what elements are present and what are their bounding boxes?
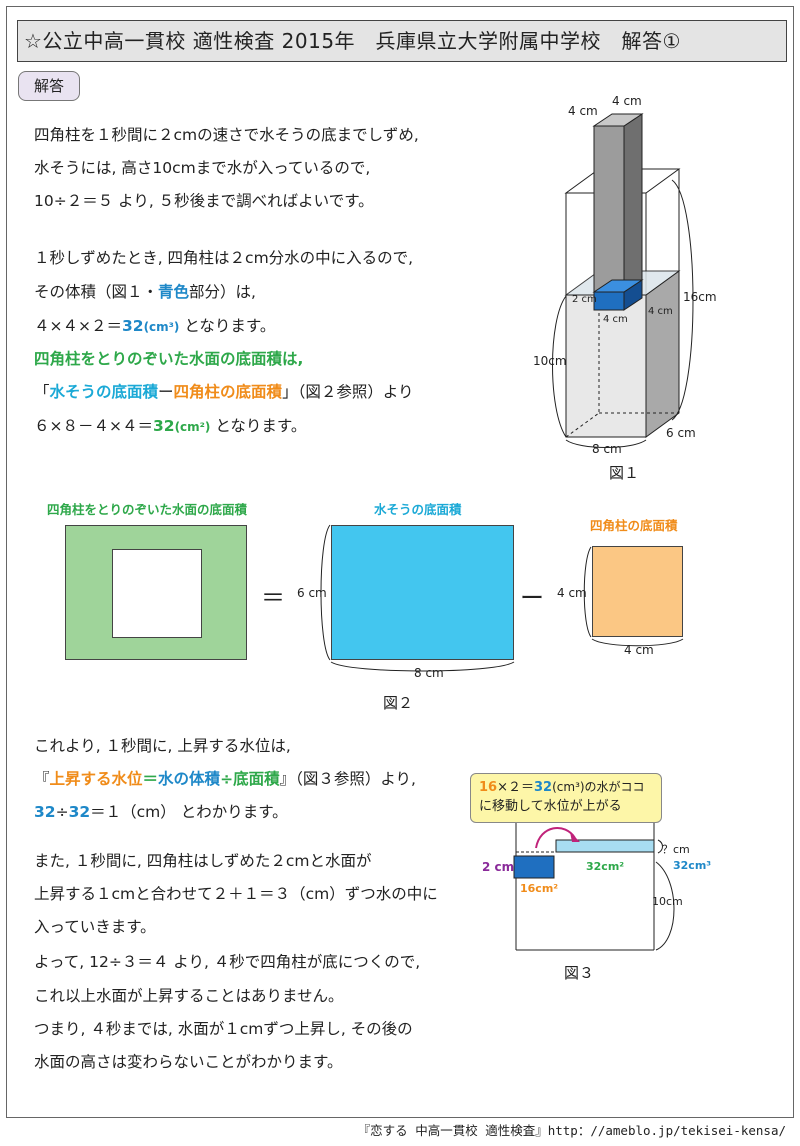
para2-line-5: 「水そうの底面積ー四角柱の底面積」（図２参照）より [34,383,414,401]
fig2-caption: 図２ [383,694,414,712]
fig3-label-32cm3: 32cm³ [673,859,712,872]
fig3-callout-line-1: 16×２＝32(cm³)の水がココ [479,780,645,795]
fig1-label-top-a: 4 cm [568,104,598,118]
para1-line-2: 水そうには, 高さ10cmまで水が入っているので, [34,159,371,177]
para4-line-3: 入っていきます。 [34,918,156,936]
page-frame [6,6,794,1118]
para4-line-7: 水面の高さは変わらないことがわかります。 [34,1053,343,1071]
para1-line-3: 10÷２＝５ より, ５秒後まで調べればよいです。 [34,192,374,210]
para4-line-1: また, １秒間に, 四角柱はしずめた２cmと水面が [34,852,372,870]
para2-line-2: その体積（図１・青色部分）は, [34,283,256,301]
para2-line-3: ４×４×２＝32(cm³) となります。 [34,317,276,335]
para4-line-5: これ以上水面が上昇することはありません。 [34,987,344,1005]
para2-line-6: ６×８－４×４＝32(cm²) となります。 [34,417,307,435]
fig3-callout-line-2: に移動して水位が上がる [479,799,622,814]
fig2-right-height: 4 cm [557,586,587,600]
answer-badge: 解答 [18,71,80,101]
para3-line-2: 『上昇する水位＝水の体積÷底面積』（図３参照）より, [34,770,416,788]
para2-line-4: 四角柱をとりのぞいた水面の底面積は, [34,350,304,368]
fig1-label-top-b: 4 cm [612,94,642,108]
para3-line-3: 32÷32＝１（cm） とわかります。 [34,803,288,821]
fig1-label-small-right: 4 cm [648,306,673,317]
fig3-callout: 16×２＝32(cm³)の水がココ に移動して水位が上がる [470,773,662,823]
para4-line-4: よって, 12÷３＝４ より, ４秒で四角柱が底につくので, [34,953,421,971]
fig2-hole [112,549,202,638]
page-title: ☆公立中高一貫校 適性検査 2015年 兵庫県立大学附属中学校 解答① [17,20,787,62]
fig2-title-right: 四角柱の底面積 [590,518,678,533]
figure-3-diagram [513,823,675,951]
fig3-label-32cm2: 32cm² [586,860,625,873]
fig2-prism-base [592,546,683,637]
fig1-label-left: 10cm [533,354,567,368]
fig3-label-qcm: ？cm [662,843,690,856]
fig1-label-depth: 6 cm [666,426,696,440]
fig2-minus: ー [520,584,544,612]
fig2-equals: ＝ [261,584,285,612]
para2-line-1: １秒しずめたとき, 四角柱は２cm分水の中に入るので, [34,249,414,267]
fig3-caption: 図３ [564,964,595,982]
fig1-label-small-left: 2 cm [572,294,597,305]
fig2-mid-height: 6 cm [297,586,327,600]
para4-line-2: 上昇する１cmと合わせて２＋１＝３（cm）ずつ水の中に [34,885,438,903]
fig3-label-10cm: 10cm [652,895,683,908]
fig3-label-16cm2: 16cm² [520,882,559,895]
fig2-tank-base [331,525,514,660]
figure-1-diagram [552,113,694,448]
fig2-title-mid: 水そうの底面積 [374,502,462,517]
fig2-mid-width: 8 cm [414,666,444,680]
fig1-label-small-bottom: 4 cm [603,314,628,325]
fig1-label-bottom: 8 cm [592,442,622,456]
fig3-label-2cm: 2 cm [482,860,515,874]
footer-credit: 『恋する 中高一貫校 適性検査』http：//ameblo.jp/tekisei… [357,1123,786,1138]
fig2-title-left: 四角柱をとりのぞいた水面の底面積 [47,502,248,517]
fig2-green-frame [65,525,247,660]
para3-line-1: これより, １秒間に, 上昇する水位は, [34,737,291,755]
figure-2-braces [320,524,684,672]
fig2-right-width: 4 cm [624,643,654,657]
para4-line-6: つまり, ４秒までは, 水面が１cmずつ上昇し, その後の [34,1020,413,1038]
fig1-caption: 図１ [609,464,640,482]
para1-line-1: 四角柱を１秒間に２cmの速さで水そうの底までしずめ, [34,126,419,144]
fig1-label-right: 16cm [683,290,717,304]
